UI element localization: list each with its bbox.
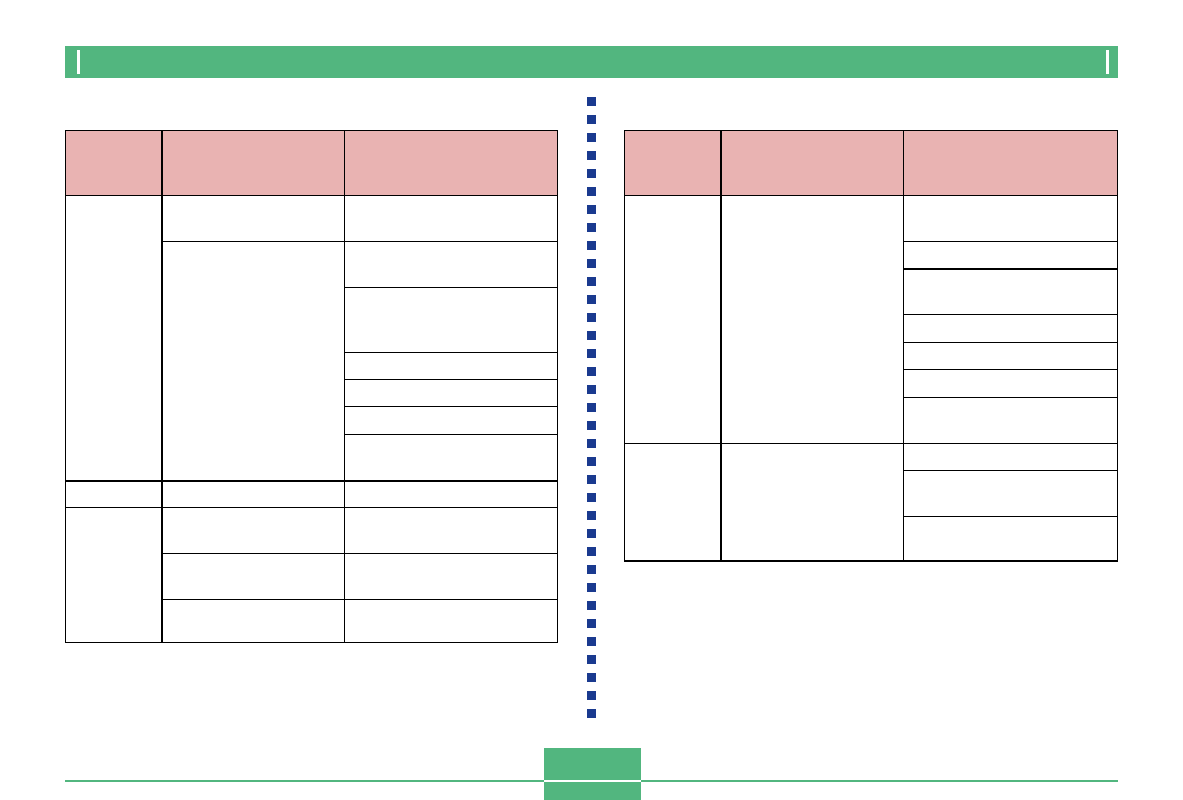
page-number-divider	[544, 780, 641, 782]
right-table-col-sep-2	[903, 130, 904, 562]
left-table-col-sep-2	[344, 130, 345, 643]
left-table	[65, 130, 558, 643]
right-table-col-sep-1	[720, 130, 722, 562]
header-bar-left-stripe	[77, 50, 80, 74]
page-number-block	[544, 748, 641, 800]
header-bar	[65, 46, 1118, 78]
left-table-header-row	[65, 130, 558, 195]
left-table-col-sep-1	[161, 130, 163, 643]
header-bar-right-stripe	[1106, 50, 1109, 74]
right-table-header-row	[624, 130, 1118, 195]
right-table	[624, 130, 1118, 562]
column-divider	[587, 97, 596, 722]
